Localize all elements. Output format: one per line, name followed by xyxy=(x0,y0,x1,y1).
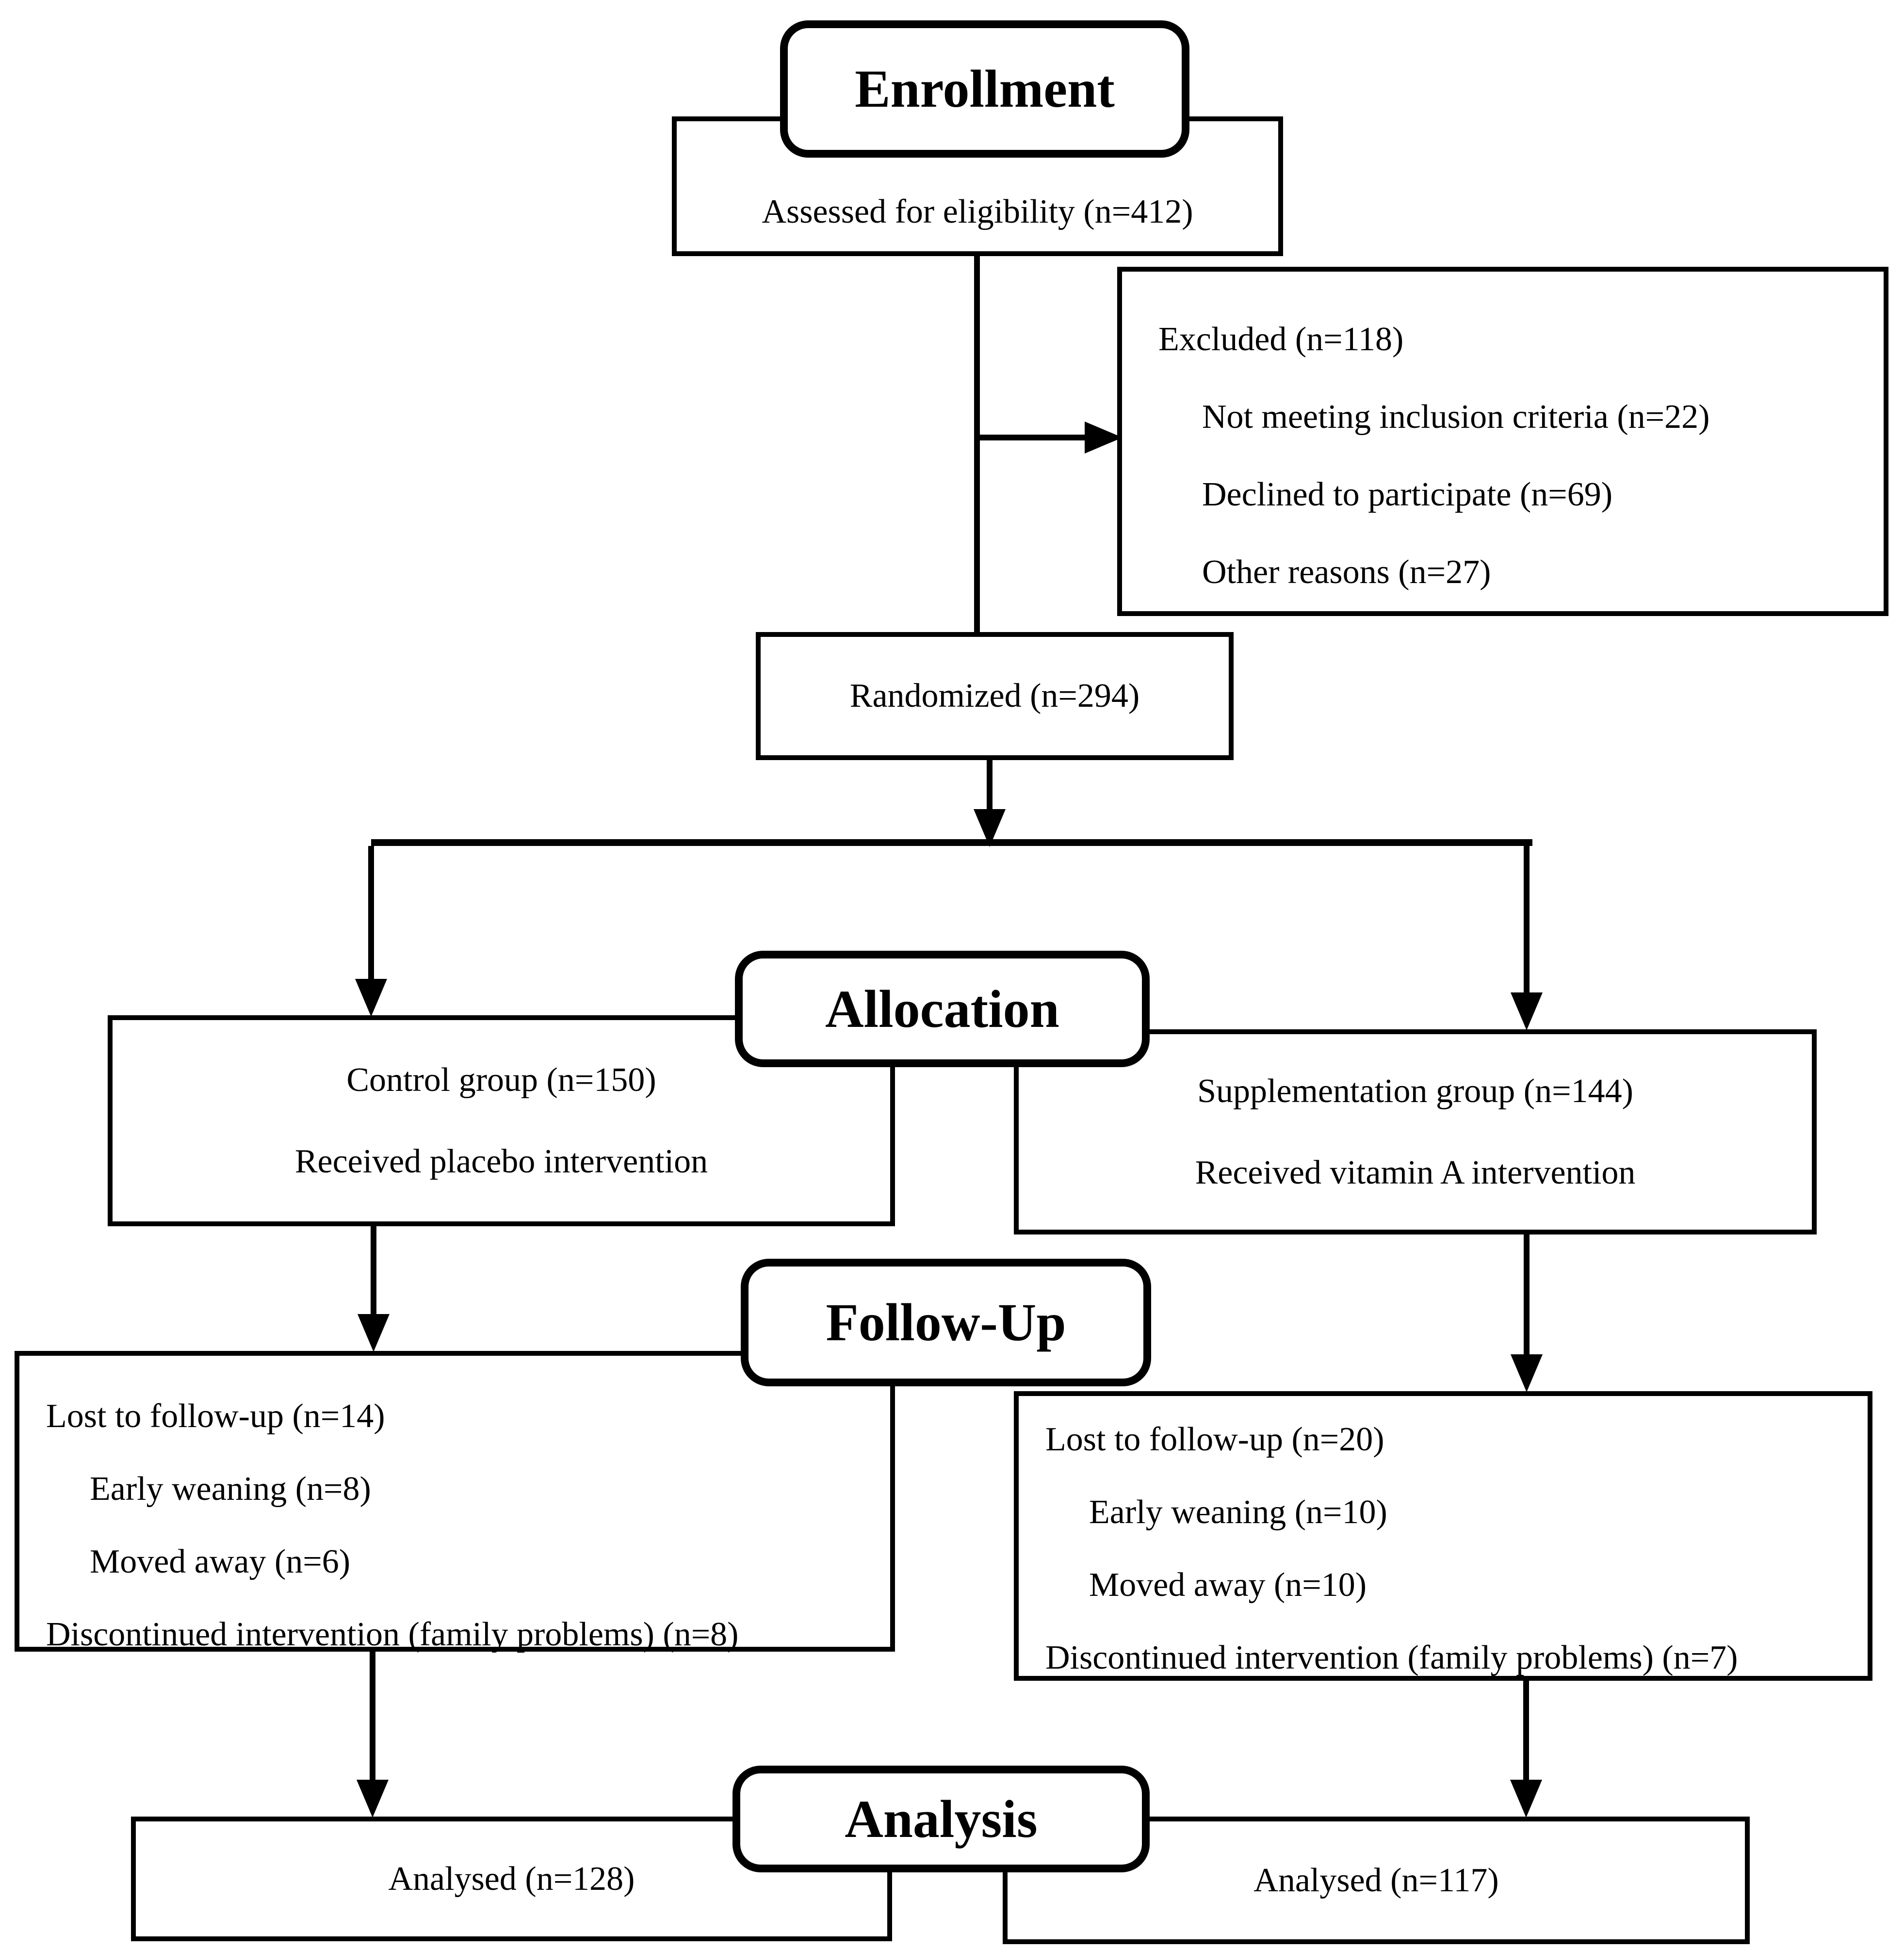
supplementation-followup-line: Lost to follow-up (n=20) xyxy=(1045,1421,1384,1458)
supplementation-group-detail: Received vitamin A intervention xyxy=(1195,1154,1636,1191)
control-analysis-text: Analysed (n=128) xyxy=(388,1860,635,1898)
excluded-line: Not meeting inclusion criteria (n=22) xyxy=(1202,398,1710,436)
control-group-title: Control group (n=150) xyxy=(346,1061,656,1099)
randomized-text: Randomized (n=294) xyxy=(849,677,1140,715)
assessed-box: Assessed for eligibility (n=412) xyxy=(672,116,1283,256)
excluded-line: Declined to participate (n=69) xyxy=(1202,476,1613,513)
enrollment-stage-text: Enrollment xyxy=(855,59,1115,118)
supplementation-analysis-box: Analysed (n=117) xyxy=(1003,1817,1750,1944)
supplementation-group-title: Supplementation group (n=144) xyxy=(1197,1072,1633,1110)
connector-assessed-to-randomized xyxy=(974,256,980,634)
arrowhead-supplementation-analysis-icon xyxy=(1510,1780,1542,1818)
analysis-stage-label: Analysis xyxy=(732,1766,1150,1872)
analysis-stage-text: Analysis xyxy=(845,1789,1038,1849)
control-followup-line: Lost to follow-up (n=14) xyxy=(46,1397,385,1435)
split-line xyxy=(371,839,1532,846)
control-followup-line: Moved away (n=6) xyxy=(90,1543,351,1580)
allocation-stage-label: Allocation xyxy=(735,951,1150,1067)
supplementation-followup-line: Discontinued intervention (family proble… xyxy=(1045,1639,1738,1676)
supplementation-followup-box: Lost to follow-up (n=20) Early weaning (… xyxy=(1014,1391,1872,1681)
excluded-line: Excluded (n=118) xyxy=(1158,321,1404,358)
supplementation-followup-line: Early weaning (n=10) xyxy=(1089,1494,1387,1531)
control-group-detail: Received placebo intervention xyxy=(294,1143,708,1180)
excluded-line: Other reasons (n=27) xyxy=(1202,553,1491,591)
arrowhead-to-excluded-icon xyxy=(1085,422,1123,454)
control-analysis-box: Analysed (n=128) xyxy=(131,1817,892,1941)
connector-randomized-down xyxy=(987,760,993,816)
connector-supplementation-to-followup xyxy=(1524,1234,1530,1356)
enrollment-stage-label: Enrollment xyxy=(780,20,1189,158)
connector-split-to-control xyxy=(368,846,374,981)
control-followup-line: Early weaning (n=8) xyxy=(90,1470,371,1508)
arrowhead-to-supplementation-group-icon xyxy=(1511,992,1543,1030)
control-followup-box: Lost to follow-up (n=14) Early weaning (… xyxy=(15,1351,895,1653)
allocation-stage-text: Allocation xyxy=(825,979,1059,1039)
connector-supplementation-to-analysis xyxy=(1523,1681,1529,1782)
randomized-box: Randomized (n=294) xyxy=(756,632,1234,760)
assessed-text: Assessed for eligibility (n=412) xyxy=(762,193,1193,230)
arrowhead-control-followup-icon xyxy=(358,1314,390,1352)
arrowhead-control-analysis-icon xyxy=(357,1780,389,1818)
control-followup-line: Discontinued intervention (family proble… xyxy=(46,1616,739,1653)
connector-split-to-supplementation xyxy=(1524,846,1530,994)
followup-stage-text: Follow-Up xyxy=(826,1293,1066,1352)
followup-stage-label: Follow-Up xyxy=(741,1259,1151,1386)
excluded-box: Excluded (n=118) Not meeting inclusion c… xyxy=(1117,267,1888,616)
supplementation-followup-line: Moved away (n=10) xyxy=(1089,1566,1367,1604)
connector-to-excluded xyxy=(978,435,1091,440)
arrowhead-to-control-group-icon xyxy=(355,979,387,1017)
connector-control-to-followup xyxy=(371,1226,376,1316)
arrowhead-supplementation-followup-icon xyxy=(1511,1354,1543,1392)
connector-control-to-analysis xyxy=(370,1652,375,1782)
supplementation-group-box: Supplementation group (n=144) Received v… xyxy=(1014,1029,1817,1234)
supplementation-analysis-text: Analysed (n=117) xyxy=(1253,1861,1499,1899)
